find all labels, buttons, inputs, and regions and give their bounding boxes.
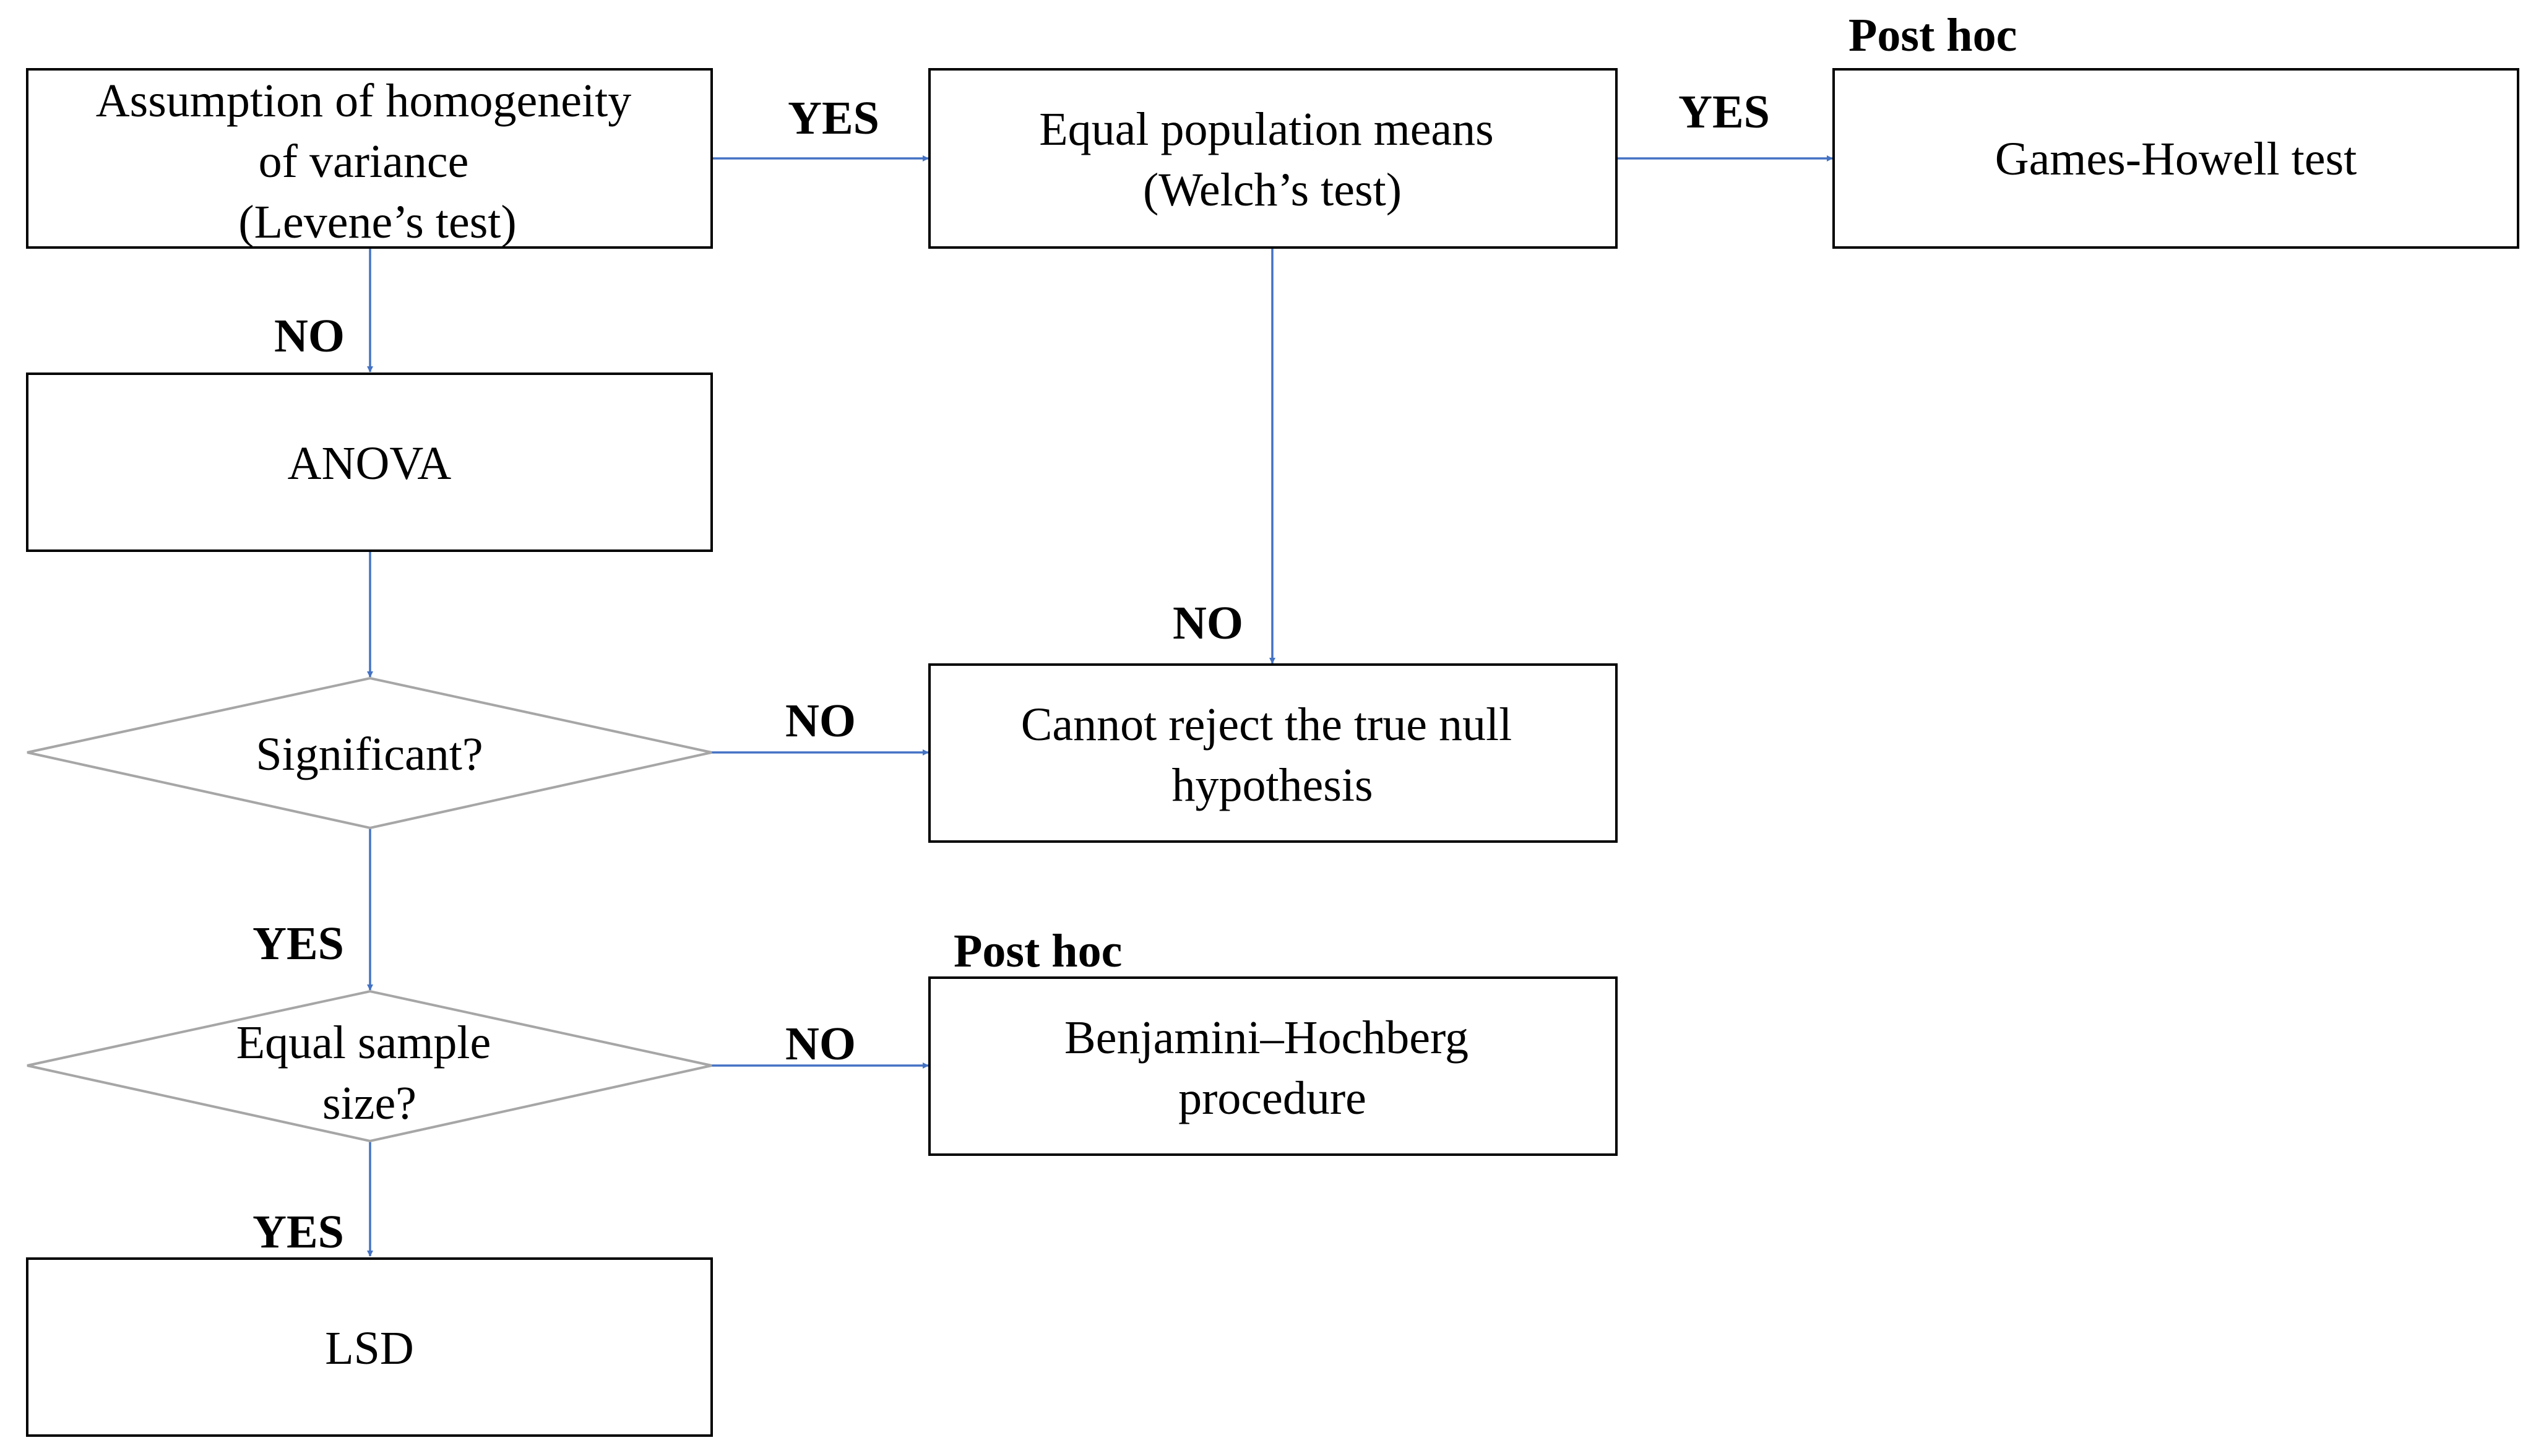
edge-label-no: NO [274,310,345,362]
connectors [367,155,1833,1257]
node-label-line: procedure [1178,1072,1366,1124]
node-welch: Equal population means (Welch’s test) [928,68,1618,249]
post-hoc-label: Post hoc [954,925,1122,977]
edge-label-yes: YES [788,92,879,144]
node-label-line: Benjamini–Hochberg [1064,1012,1469,1064]
edge-label-yes: YES [252,1206,344,1258]
node-benjamini: Benjamini–Hochberg procedure [928,976,1618,1156]
edge-label-yes: YES [252,918,344,970]
node-label-line: (Levene’s test) [238,196,516,248]
node-label: Benjamini–Hochberg procedure [1064,1012,1480,1124]
node-anova: ANOVA [26,373,713,552]
edge-label-no: NO [785,695,856,747]
node-label-line: hypothesis [1171,759,1373,811]
node-label: Significant? [256,728,483,780]
node-label: LSD [325,1322,414,1374]
node-levene: Assumption of homogeneity of variance (L… [26,68,713,249]
node-label: Cannot reject the true null hypothesis [1021,699,1524,811]
node-label-line: Assumption of homogeneity [96,75,632,127]
node-lsd: LSD [26,1257,713,1437]
node-label: Assumption of homogeneity of variance (L… [96,75,644,248]
node-label: Games-Howell test [1995,133,2357,185]
post-hoc-label: Post hoc [1848,9,2017,61]
node-label: ANOVA [288,437,452,489]
edge-label-no: NO [785,1018,856,1070]
node-significant: Significant? [27,676,712,830]
node-label-line: Equal sample [236,1017,491,1069]
node-label: Equal population means (Welch’s test) [1039,103,1506,216]
node-label-line: of variance [259,136,469,187]
node-label: Equal sample size? [236,1017,503,1129]
node-games-howell: Games-Howell test [1832,68,2519,249]
node-label-line: Equal population means [1039,103,1494,155]
node-equal-sample: Equal sample size? [27,989,712,1143]
node-cannot-reject: Cannot reject the true null hypothesis [928,663,1618,843]
node-label-line: size? [322,1077,416,1129]
node-label-line: (Welch’s test) [1143,164,1402,216]
edge-label-no: NO [1173,597,1243,649]
node-label-line: Cannot reject the true null [1021,699,1512,751]
edge-label-yes: YES [1678,86,1770,138]
